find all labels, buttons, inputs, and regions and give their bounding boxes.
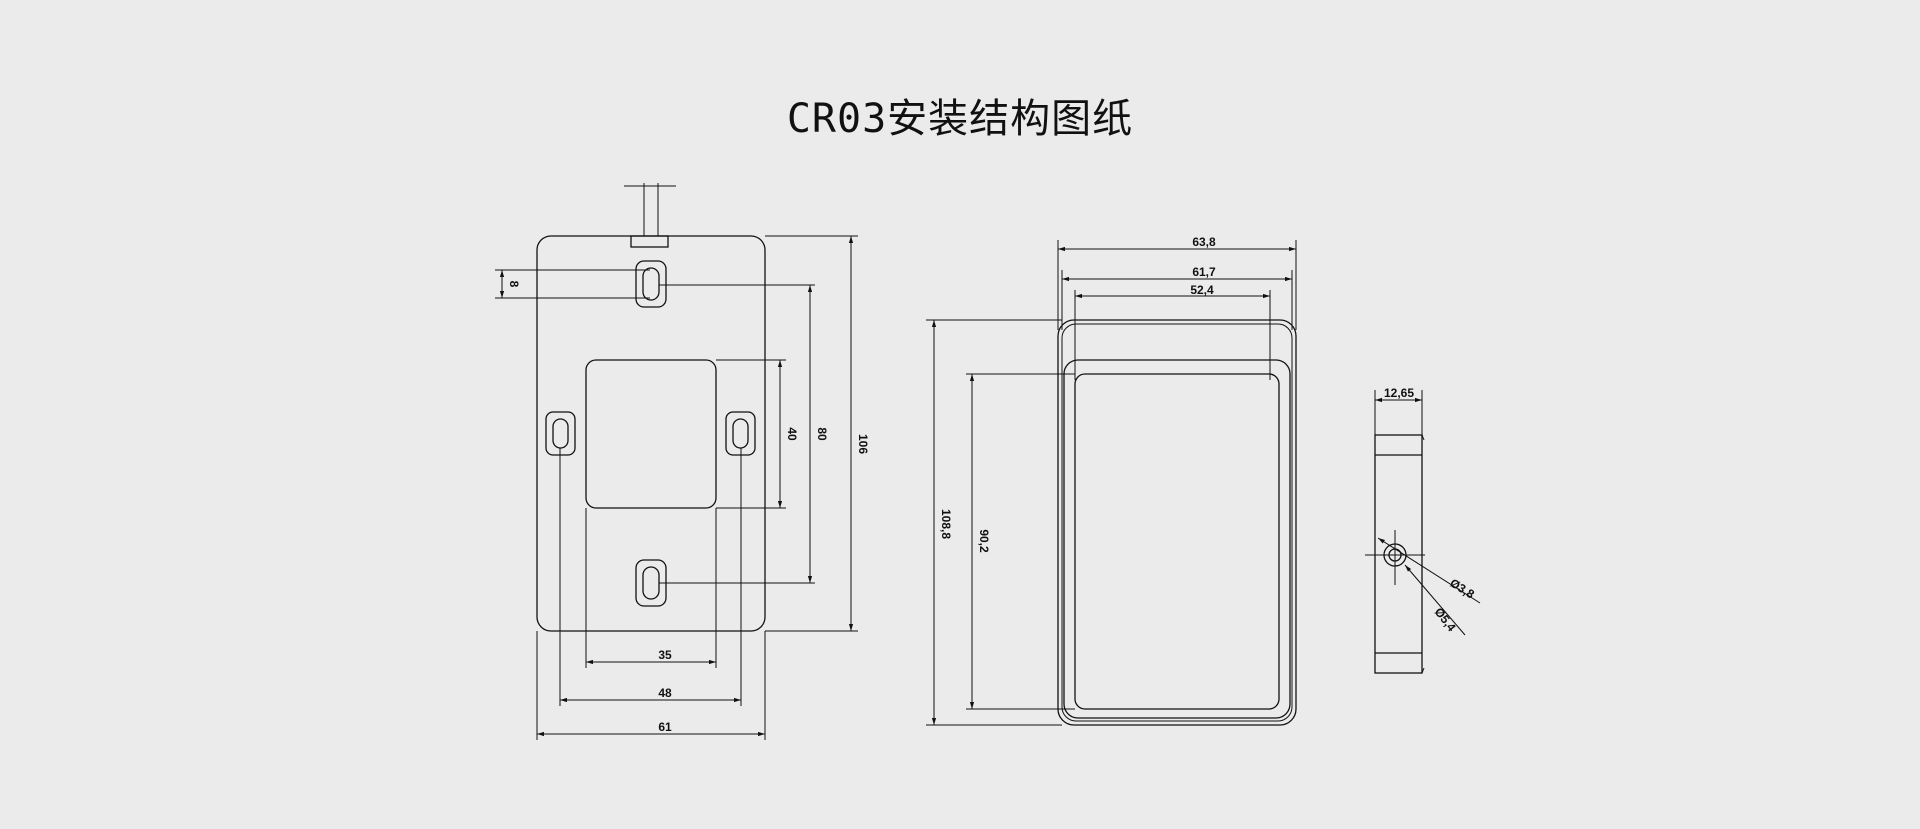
dim-outer-width: 63,8 xyxy=(1192,235,1216,249)
front-mid-frame xyxy=(1063,359,1291,719)
dim-total-width: 61 xyxy=(658,720,672,734)
dim-mid-width: 61,7 xyxy=(1192,265,1216,279)
back-window xyxy=(585,359,717,509)
front-view: 63,8 61,7 52,4 108,8 xyxy=(926,235,1297,726)
dim-hole-small: Ø3,8 xyxy=(1447,576,1477,602)
dim-window-height: 40 xyxy=(785,427,799,441)
dim-hole-spacing: 48 xyxy=(658,686,672,700)
dim-hole-large: Ø5,4 xyxy=(1432,605,1459,634)
dim-inner-width: 52,4 xyxy=(1190,283,1214,297)
dim-window-width: 35 xyxy=(658,648,672,662)
dim-slot-pitch: 80 xyxy=(815,427,829,441)
top-tab xyxy=(630,235,669,248)
side-view-dimensions: 12,65 Ø3,8 Ø5,4 xyxy=(1374,386,1477,634)
side-body xyxy=(1374,434,1423,674)
dim-hole-height: 8 xyxy=(507,281,521,288)
back-plate-outline xyxy=(536,235,766,632)
slot-top xyxy=(635,260,667,308)
front-inner-panel xyxy=(1074,373,1280,710)
dim-inner-height: 90,2 xyxy=(977,529,991,553)
side-view: 12,65 Ø3,8 Ø5,4 xyxy=(1365,386,1481,674)
dim-outer-height: 108,8 xyxy=(939,509,953,539)
back-plate-dimensions: 8 40 80 106 35 xyxy=(495,235,870,740)
dim-depth: 12,65 xyxy=(1384,386,1414,400)
drawing-title: CR03安装结构图纸 xyxy=(786,96,1134,142)
front-outer-frame xyxy=(1057,319,1297,726)
dim-total-height: 106 xyxy=(856,434,870,454)
back-plate-view: 8 40 80 106 35 xyxy=(495,183,870,740)
front-view-dimensions: 63,8 61,7 52,4 108,8 xyxy=(926,235,1297,726)
